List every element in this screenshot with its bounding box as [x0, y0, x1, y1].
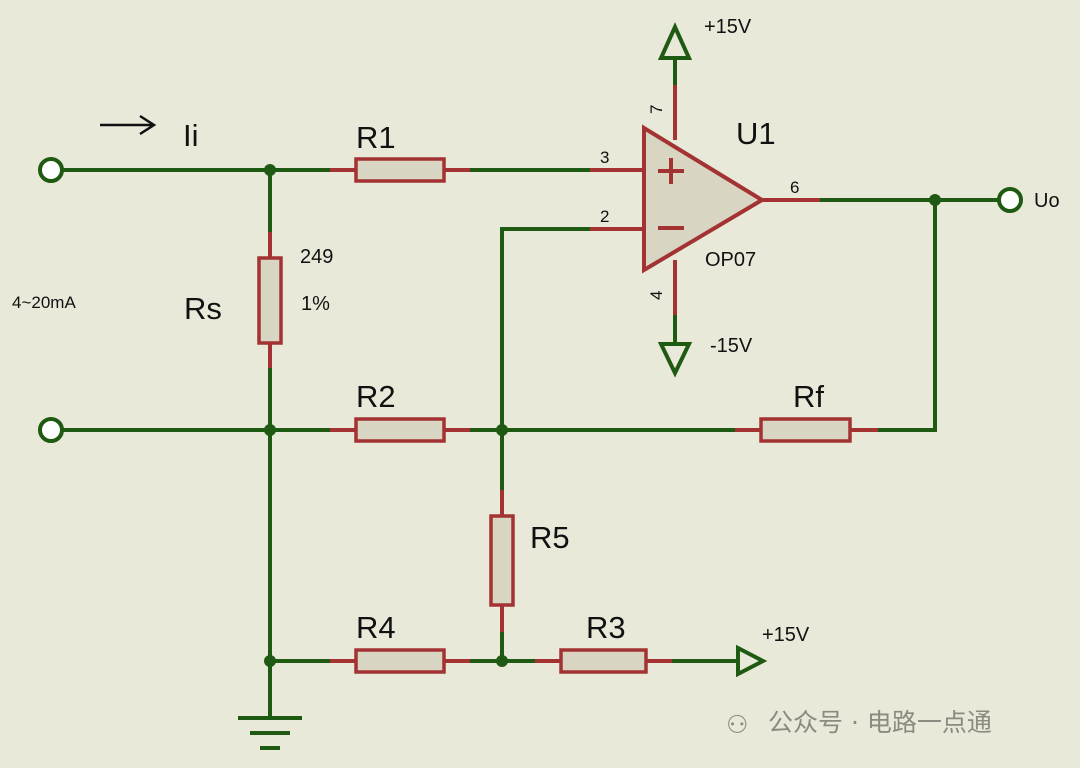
vee-arrow-icon: [657, 342, 693, 378]
input-terminal-bottom: [38, 417, 64, 443]
resistor-r4: [354, 648, 446, 674]
current-arrow-icon: [100, 114, 157, 136]
pin-stubs: [268, 85, 878, 663]
label-r4: R4: [356, 610, 396, 645]
label-opamp-part: OP07: [705, 249, 756, 271]
label-r5: R5: [530, 520, 570, 555]
resistor-r1: [354, 157, 446, 183]
watermark-text: 公众号 · 电路一点通: [768, 708, 992, 737]
label-vcc-top: +15V: [704, 16, 752, 38]
label-rf: Rf: [793, 379, 824, 414]
wechat-icon: ⚇: [726, 710, 748, 739]
label-r3: R3: [586, 610, 626, 645]
label-vref-right: +15V: [762, 624, 810, 646]
label-pin-2: 2: [600, 207, 609, 226]
label-vee-bottom: -15V: [710, 335, 753, 357]
ground-icon: [238, 716, 302, 750]
wires: [61, 56, 1000, 720]
resistor-r5: [489, 514, 515, 607]
label-r2: R2: [356, 379, 396, 414]
label-pin-3: 3: [600, 148, 609, 167]
label-output: Uo: [1034, 190, 1060, 212]
vcc-arrow-icon: [657, 22, 693, 60]
resistor-r2: [354, 417, 446, 443]
resistor-rs: [257, 256, 283, 345]
label-pin-4: 4: [647, 291, 666, 300]
input-terminal-top: [38, 157, 64, 183]
vref-arrow-icon: [736, 644, 768, 678]
label-opamp-ref: U1: [736, 116, 776, 151]
junctions: [264, 164, 941, 667]
label-rs: Rs: [184, 291, 222, 326]
resistor-r3: [559, 648, 648, 674]
op-amp-symbol: [642, 124, 766, 274]
resistor-rf: [759, 417, 852, 443]
label-pin-7: 7: [647, 105, 666, 114]
label-input-current: Ii: [183, 118, 199, 153]
label-pin-6: 6: [790, 178, 799, 197]
label-input-range: 4~20mA: [12, 293, 76, 312]
label-rs-value: 249: [300, 246, 333, 268]
label-r1: R1: [356, 120, 396, 155]
label-rs-tolerance: 1%: [301, 293, 330, 315]
output-terminal: [997, 187, 1023, 213]
